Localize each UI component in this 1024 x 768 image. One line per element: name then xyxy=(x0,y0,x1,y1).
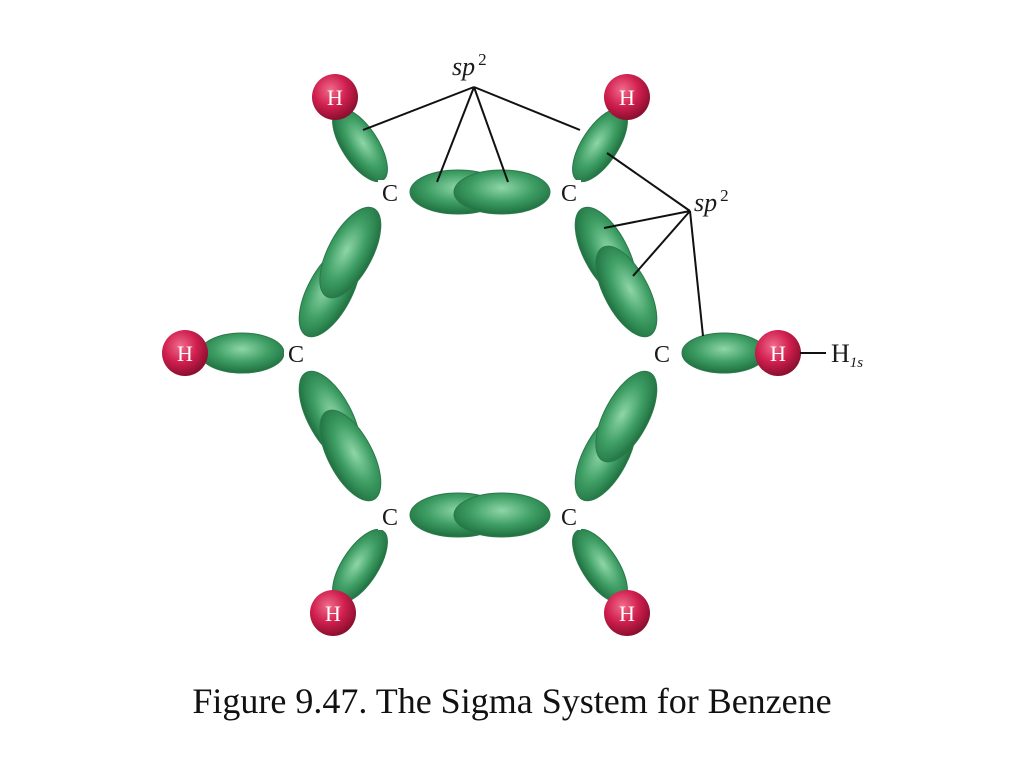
carbon-hydrogen-bonds xyxy=(199,107,767,604)
hydrogen-atoms: H H H H H H xyxy=(162,74,801,636)
cc-bond-top xyxy=(409,169,551,215)
cc-bond-upper-right xyxy=(574,206,658,338)
hydrogen-atom-lower-right: H xyxy=(604,590,650,636)
hydrogen-atom-lower-left: H xyxy=(310,590,356,636)
cc-bond-lower-left xyxy=(298,370,382,502)
svg-text:H: H xyxy=(619,601,635,626)
pointer-right-to-right-ch xyxy=(689,210,704,337)
cc-bond-bottom xyxy=(409,492,551,538)
figure-caption: Figure 9.47. The Sigma System for Benzen… xyxy=(192,681,832,721)
pointer-lines xyxy=(362,86,826,354)
svg-text:H: H xyxy=(770,341,786,366)
ch-bond-right xyxy=(681,332,767,374)
carbon-atoms: C C C C C C xyxy=(284,180,674,531)
carbon-label-lower-right: C xyxy=(561,505,577,531)
pointer-top-to-cc-right xyxy=(473,86,509,183)
svg-text:H: H xyxy=(327,85,343,110)
carbon-label-lower-left: C xyxy=(382,505,398,531)
pointer-right-to-cc-upper xyxy=(603,210,691,229)
hydrogen-atom-left: H xyxy=(162,330,208,376)
pointer-top-to-cc-left xyxy=(436,86,475,183)
pointer-right-to-cc-lower xyxy=(632,210,691,277)
carbon-carbon-bonds xyxy=(298,169,658,538)
h1s-label: H1s xyxy=(831,339,863,371)
carbon-label-upper-left: C xyxy=(382,181,398,207)
pointer-top-to-upper-left-ch xyxy=(362,86,475,131)
pointer-right-to-upper-right-ch xyxy=(606,152,691,212)
carbon-label-left: C xyxy=(288,342,304,368)
hydrogen-atom-upper-left: H xyxy=(312,74,358,120)
pointer-top-to-upper-right-ch xyxy=(473,86,581,131)
carbon-label-upper-right: C xyxy=(561,181,577,207)
svg-text:H: H xyxy=(619,85,635,110)
cc-bond-lower-right xyxy=(574,370,658,502)
cc-bond-upper-left xyxy=(298,206,382,338)
hydrogen-atom-upper-right: H xyxy=(604,74,650,120)
ch-bond-left xyxy=(199,332,285,374)
carbon-label-right: C xyxy=(654,342,670,368)
svg-text:H: H xyxy=(177,341,193,366)
svg-text:H: H xyxy=(325,601,341,626)
hydrogen-atom-right: H xyxy=(755,330,801,376)
